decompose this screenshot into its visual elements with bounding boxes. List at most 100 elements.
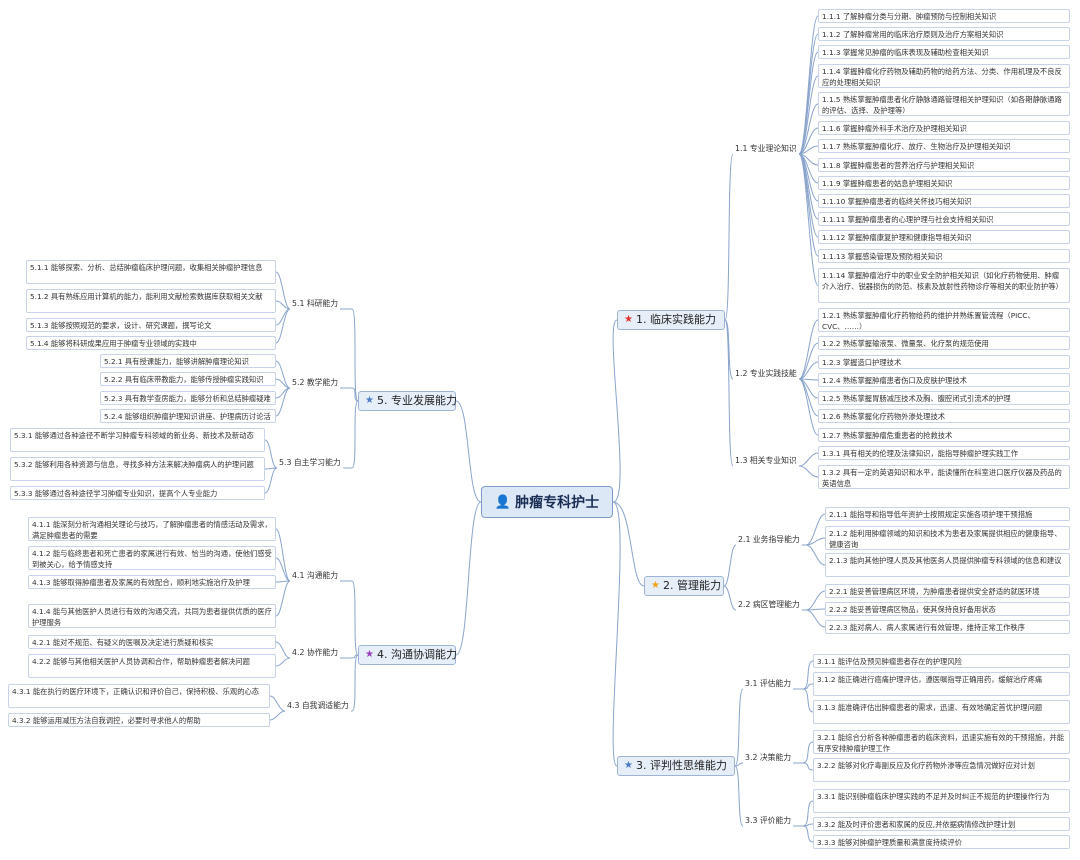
leaf-item[interactable]: 5.2.4 能够组织肿瘤护理知识讲座、护理病历讨论活动	[100, 409, 276, 423]
sub-branch-4-1[interactable]: 4.1 沟通能力	[290, 569, 341, 582]
main-branch-label: 4. 沟通协调能力	[376, 648, 457, 661]
root-connector	[612, 319, 621, 503]
leaf-item[interactable]: 1.1.1 了解肿瘤分类与分期、肿瘤预防与控制相关知识	[818, 9, 1070, 23]
leaf-item[interactable]: 3.1.1 能评估及预见肿瘤患者存在的护理风险	[813, 654, 1070, 668]
leaf-item[interactable]: 3.3.1 能识别肿瘤临床护理实践的不足并及时纠正不规范的护理操作行为	[813, 789, 1070, 813]
sub-branch-3-1[interactable]: 3.1 评估能力	[743, 677, 794, 690]
leaf-connector	[264, 467, 278, 494]
leaf-item[interactable]: 5.3.3 能够通过各种途径学习肿瘤专业知识，提高个人专业能力	[10, 486, 265, 500]
leaf-item[interactable]: 2.2.1 能妥善管理病区环境，为肿瘤患者提供安全舒适的就医环境	[825, 584, 1070, 598]
main-branch-5[interactable]: ★5. 专业发展能力	[358, 391, 457, 411]
leaf-item[interactable]: 1.1.4 掌握肿瘤化疗药物及辅助药物的给药方法、分类、作用机理及不良反应的处理…	[818, 64, 1070, 88]
sub-branch-3-3[interactable]: 3.3 评价能力	[743, 814, 794, 827]
leaf-connector	[802, 688, 814, 713]
leaf-item[interactable]: 2.1.2 能利用肿瘤领域的知识和技术为患者及家属提供相应的健康指导、健康咨询	[825, 526, 1070, 550]
leaf-item[interactable]: 3.2.2 能够对化疗毒副反应及化疗药物外渗等应急情况做好应对计划	[813, 758, 1070, 782]
leaf-item[interactable]: 1.2.7 熟练掌握肿瘤危重患者的抢救技术	[818, 428, 1070, 442]
leaf-item[interactable]: 1.1.2 了解肿瘤常用的临床治疗原则及治疗方案相关知识	[818, 27, 1070, 41]
leaf-item[interactable]: 1.1.8 掌握肿瘤患者的营养治疗与护理相关知识	[818, 158, 1070, 172]
leaf-connector	[798, 452, 819, 467]
sub-branch-2-1[interactable]: 2.1 业务指导能力	[736, 533, 802, 546]
leaf-item[interactable]: 1.1.13 掌握感染管理及预防相关知识	[818, 249, 1070, 263]
leaf-item[interactable]: 4.2.2 能够与其他相关医护人员协调和合作，帮助肿瘤患者解决问题	[28, 654, 276, 678]
main-branch-1[interactable]: ★1. 临床实践能力	[617, 310, 725, 330]
main-branch-label: 1. 临床实践能力	[635, 313, 716, 326]
leaf-item[interactable]: 3.1.2 能正确进行癌痛护理评估，遵医嘱指导正确用药，缓解治疗疼痛	[813, 672, 1070, 696]
leaf-item[interactable]: 3.1.3 能准确评估出肿瘤患者的需求，迅速、有效地确定首优护理问题	[813, 700, 1070, 724]
leaf-item[interactable]: 3.3.2 能及时评价患者和家属的反应,并依据病情修改护理计划	[813, 817, 1070, 831]
leaf-item[interactable]: 1.1.11 掌握肿瘤患者的心理护理与社会支持相关知识	[818, 212, 1070, 226]
star-icon: ★	[624, 760, 633, 771]
sub-branch-5-2[interactable]: 5.2 教学能力	[290, 376, 341, 389]
leaf-item[interactable]: 4.1.3 能够取得肿瘤患者及家属的有效配合，顺利地实施治疗及护理	[28, 575, 276, 589]
branch-connector	[351, 654, 359, 712]
leaf-connector	[275, 387, 291, 417]
sub-branch-2-2[interactable]: 2.2 病区管理能力	[736, 598, 802, 611]
leaf-item[interactable]: 4.3.1 能在执行的医疗环境下，正确认识和评价自己，保持积极、乐观的心态	[8, 684, 270, 708]
leaf-connector	[802, 660, 814, 690]
sub-branch-1-1[interactable]: 1.1 专业理论知识	[733, 142, 799, 155]
sub-branch-4-3[interactable]: 4.3 自我调适能力	[285, 699, 351, 712]
sub-branch-5-1[interactable]: 5.1 科研能力	[290, 297, 341, 310]
leaf-item[interactable]: 5.1.1 能够探索、分析、总结肿瘤临床护理问题，收集相关肿瘤护理信息	[26, 260, 276, 284]
leaf-connector	[275, 557, 291, 582]
root-node[interactable]: 👤 肿瘤专科护士	[481, 486, 613, 518]
leaf-item[interactable]: 5.1.2 具有熟练应用计算机的能力，能利用文献检索数据库获取相关文献	[26, 289, 276, 313]
leaf-item[interactable]: 4.1.1 能深刻分析沟通相关理论与技巧，了解肿瘤患者的情感活动及需求，满足肿瘤…	[28, 517, 276, 541]
branch-connector	[351, 580, 359, 656]
star-icon: ★	[365, 395, 374, 406]
leaf-item[interactable]: 2.1.3 能向其他护理人员及其他医务人员提供肿瘤专科领域的信息和建议	[825, 553, 1070, 577]
leaf-item[interactable]: 3.3.3 能够对肿瘤护理质量和满意度持续评价	[813, 835, 1070, 849]
leaf-item[interactable]: 1.2.2 熟练掌握输液泵、微量泵、化疗泵的规范使用	[818, 336, 1070, 350]
leaf-connector	[275, 528, 291, 582]
leaf-item[interactable]: 4.1.2 能与临终患者和死亡患者的家属进行有效、恰当的沟通，使他们感受到被关心…	[28, 546, 276, 570]
root-connector	[455, 501, 482, 656]
main-branch-label: 5. 专业发展能力	[376, 394, 457, 407]
leaf-item[interactable]: 4.2.1 能对不规范、有疑义的医嘱及决定进行质疑和核实	[28, 635, 276, 649]
leaf-item[interactable]: 5.2.3 具有教学查房能力，能够分析和总结肿瘤疑难病例	[100, 391, 276, 405]
leaf-connector	[802, 800, 814, 827]
main-branch-3[interactable]: ★3. 评判性思维能力	[617, 756, 735, 776]
leaf-item[interactable]: 1.1.3 掌握常见肿瘤的临床表现及辅助检查相关知识	[818, 45, 1070, 59]
leaf-item[interactable]: 2.2.3 能对病人、病人家属进行有效管理，维持正常工作秩序	[825, 620, 1070, 634]
leaf-item[interactable]: 5.3.1 能够通过各种途径不断学习肿瘤专科领域的新业务、新技术及新动态	[10, 428, 265, 452]
leaf-item[interactable]: 4.3.2 能够运用减压方法自我调控，必要时寻求他人的帮助	[8, 713, 270, 727]
leaf-item[interactable]: 1.1.9 掌握肿瘤患者的姑息护理相关知识	[818, 176, 1070, 190]
main-branch-4[interactable]: ★4. 沟通协调能力	[358, 645, 457, 665]
leaf-item[interactable]: 1.2.3 掌握造口护理技术	[818, 355, 1070, 369]
leaf-item[interactable]: 5.1.4 能够将科研成果应用于肿瘤专业领域的实践中	[26, 336, 276, 350]
leaf-item[interactable]: 1.2.1 熟练掌握肿瘤化疗药物给药的维护并熟练置管流程（PICC、CVC、………	[818, 308, 1070, 332]
branch-connector	[723, 585, 737, 611]
leaf-item[interactable]: 1.1.10 掌握肿瘤患者的临终关怀技巧相关知识	[818, 194, 1070, 208]
leaf-item[interactable]: 5.2.2 具有临床带教能力，能够传授肿瘤实践知识	[100, 372, 276, 386]
leaf-item[interactable]: 5.1.3 能够按照规范的要求，设计、研究课题，撰写论文	[26, 318, 276, 332]
leaf-item[interactable]: 1.1.14 掌握肿瘤治疗中的职业安全防护相关知识（如化疗药物使用、肿瘤介入治疗…	[818, 268, 1070, 303]
leaf-connector	[805, 609, 826, 628]
leaf-item[interactable]: 1.3.1 具有相关的伦理及法律知识，能指导肿瘤护理实践工作	[818, 446, 1070, 460]
sub-branch-1-2[interactable]: 1.2 专业实践技能	[733, 367, 799, 380]
leaf-item[interactable]: 2.1.1 能指导和指导低年资护士按照规定实施各项护理干预措施	[825, 507, 1070, 521]
leaf-item[interactable]: 5.3.2 能够利用各种资源与信息，寻找多种方法来解决肿瘤病人的护理问题	[10, 457, 265, 481]
branch-connector	[351, 654, 359, 659]
leaf-item[interactable]: 5.2.1 具有授课能力，能够讲解肿瘤理论知识	[100, 354, 276, 368]
leaf-item[interactable]: 1.3.2 具有一定的英语知识和水平，能读懂所在科室进口医疗仪器及药品的英语信息	[818, 465, 1070, 489]
leaf-item[interactable]: 3.2.1 能综合分析各种肿瘤患者的临床资料，迅速实施有效的干预措施，并能有序安…	[813, 730, 1070, 754]
sub-branch-4-2[interactable]: 4.2 协作能力	[290, 646, 341, 659]
leaf-item[interactable]: 4.1.4 能与其他医护人员进行有效的沟通交流，共同为患者提供优质的医疗护理服务	[28, 604, 276, 628]
sub-branch-5-3[interactable]: 5.3 自主学习能力	[277, 456, 343, 469]
leaf-item[interactable]: 1.1.5 熟练掌握肿瘤患者化疗静脉通路管理相关护理知识（如各期静脉通路的评估、…	[818, 92, 1070, 116]
leaf-connector	[275, 580, 291, 617]
leaf-connector	[798, 51, 819, 155]
main-branch-2[interactable]: ★2. 管理能力	[644, 576, 724, 596]
leaf-item[interactable]: 1.1.6 掌握肿瘤外科手术治疗及护理相关知识	[818, 121, 1070, 135]
leaf-item[interactable]: 1.1.7 熟练掌握肿瘤化疗、放疗、生物治疗及护理相关知识	[818, 139, 1070, 153]
leaf-item[interactable]: 1.1.12 掌握肿瘤康复护理和健康指导相关知识	[818, 230, 1070, 244]
sub-branch-3-2[interactable]: 3.2 决策能力	[743, 751, 794, 764]
leaf-item[interactable]: 1.2.4 熟练掌握肿瘤患者伤口及皮肤护理技术	[818, 373, 1070, 387]
leaf-item[interactable]: 1.2.6 熟练掌握化疗药物外渗处理技术	[818, 409, 1070, 423]
leaf-connector	[798, 361, 819, 380]
leaf-item[interactable]: 2.2.2 能妥善管理病区物品，使其保持良好备用状态	[825, 602, 1070, 616]
leaf-connector	[798, 342, 819, 380]
sub-branch-1-3[interactable]: 1.3 相关专业知识	[733, 454, 799, 467]
leaf-item[interactable]: 1.2.5 熟练掌握胃肠减压技术及胸、腹腔闭式引流术的护理	[818, 391, 1070, 405]
